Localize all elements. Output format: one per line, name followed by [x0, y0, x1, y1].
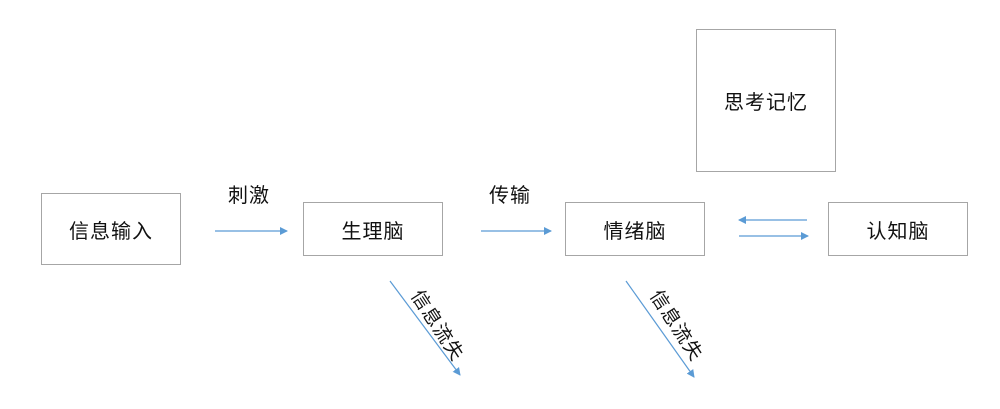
- edge-label-transmit: 传输: [489, 183, 531, 207]
- arrow-info-loss-1: [389, 280, 461, 376]
- node-thinking-memory-label: 思考记忆: [724, 90, 808, 114]
- node-emotional-brain: 情绪脑: [565, 202, 705, 256]
- node-info-input-label: 信息输入: [69, 218, 153, 243]
- node-cognitive-brain: 认知脑: [828, 202, 968, 256]
- node-cognitive-brain-label: 认知脑: [866, 218, 930, 243]
- node-physiological-brain: 生理脑: [303, 202, 443, 256]
- edge-label-stimulus: 刺激: [228, 183, 270, 207]
- node-info-input: 信息输入: [41, 193, 181, 265]
- arrow-info-loss-2: [625, 280, 695, 378]
- node-thinking-memory: 思考记忆: [696, 29, 836, 172]
- node-physiological-brain-label: 生理脑: [341, 218, 405, 243]
- node-emotional-brain-label: 情绪脑: [603, 218, 667, 243]
